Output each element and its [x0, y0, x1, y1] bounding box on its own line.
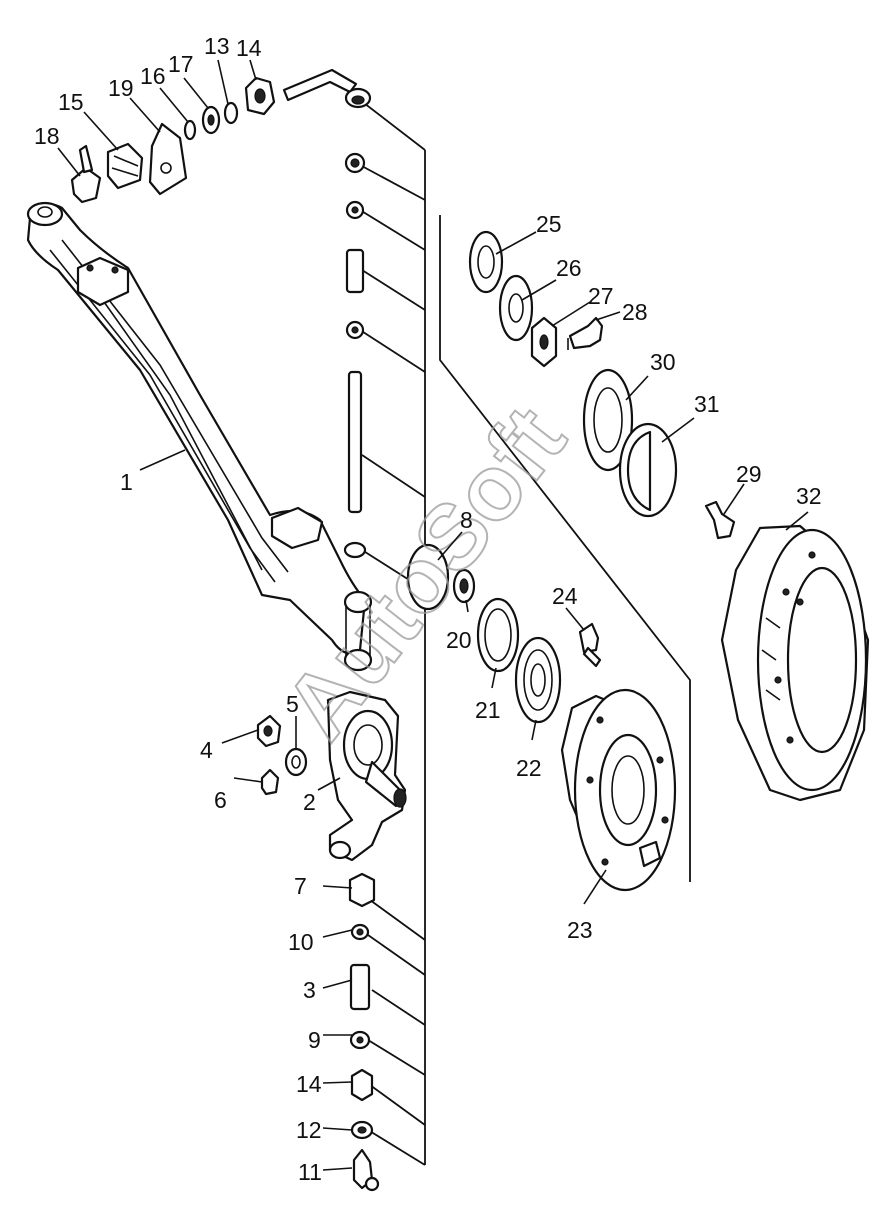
callout-1: 1	[120, 469, 133, 495]
callout-3: 3	[303, 977, 316, 1003]
callout-32: 32	[796, 483, 822, 509]
callout-4: 4	[200, 737, 213, 763]
callout-27: 27	[588, 283, 614, 309]
callout-22: 22	[516, 755, 542, 781]
callout-10: 10	[288, 929, 314, 955]
callout-15: 15	[58, 89, 84, 115]
brake-drum	[720, 524, 870, 802]
hub-bearings	[406, 543, 562, 724]
callout-14-upper: 14	[236, 35, 262, 61]
leader-lines	[57, 59, 809, 1171]
steering-knuckle	[326, 690, 407, 862]
callout-31: 31	[694, 391, 720, 417]
callout-13: 13	[204, 33, 230, 59]
upper-kingpin-stack	[343, 152, 367, 559]
callout-6: 6	[214, 787, 227, 813]
callout-26: 26	[556, 255, 582, 281]
knuckle-fasteners	[256, 714, 308, 796]
callout-30: 30	[650, 349, 676, 375]
front-axle-beam	[26, 201, 373, 672]
callout-8: 8	[460, 507, 473, 533]
callout-25: 25	[536, 211, 562, 237]
callout-5: 5	[286, 691, 299, 717]
callout-7: 7	[294, 873, 307, 899]
tie-rod-end-parts	[70, 76, 276, 204]
callout-14-lower: 14	[296, 1071, 322, 1097]
callout-20: 20	[446, 627, 472, 653]
callout-19: 19	[108, 75, 134, 101]
lower-kingpin-stack	[348, 872, 380, 1192]
callout-12: 12	[296, 1117, 322, 1143]
drum-bolt	[704, 500, 736, 540]
callout-9: 9	[308, 1027, 321, 1053]
assembly-guide-lines	[359, 99, 691, 1166]
callout-2: 2	[303, 789, 316, 815]
callout-labels: 1 2 3 4 5 6 7 8 9 10 11 12 13 14 14 15 1…	[34, 33, 822, 1185]
callout-28: 28	[622, 299, 648, 325]
wheel-stud	[578, 622, 602, 668]
callout-11: 11	[298, 1159, 322, 1185]
callout-16: 16	[140, 63, 166, 89]
outer-bearing-group	[468, 230, 604, 368]
callout-23: 23	[567, 917, 593, 943]
tie-rod	[282, 68, 372, 109]
hub-cap-group	[582, 368, 678, 518]
callout-21: 21	[475, 697, 501, 723]
wheel-hub	[560, 688, 677, 892]
callout-18: 18	[34, 123, 60, 149]
callout-17: 17	[168, 51, 194, 77]
callout-24: 24	[552, 583, 578, 609]
callout-29: 29	[736, 461, 762, 487]
